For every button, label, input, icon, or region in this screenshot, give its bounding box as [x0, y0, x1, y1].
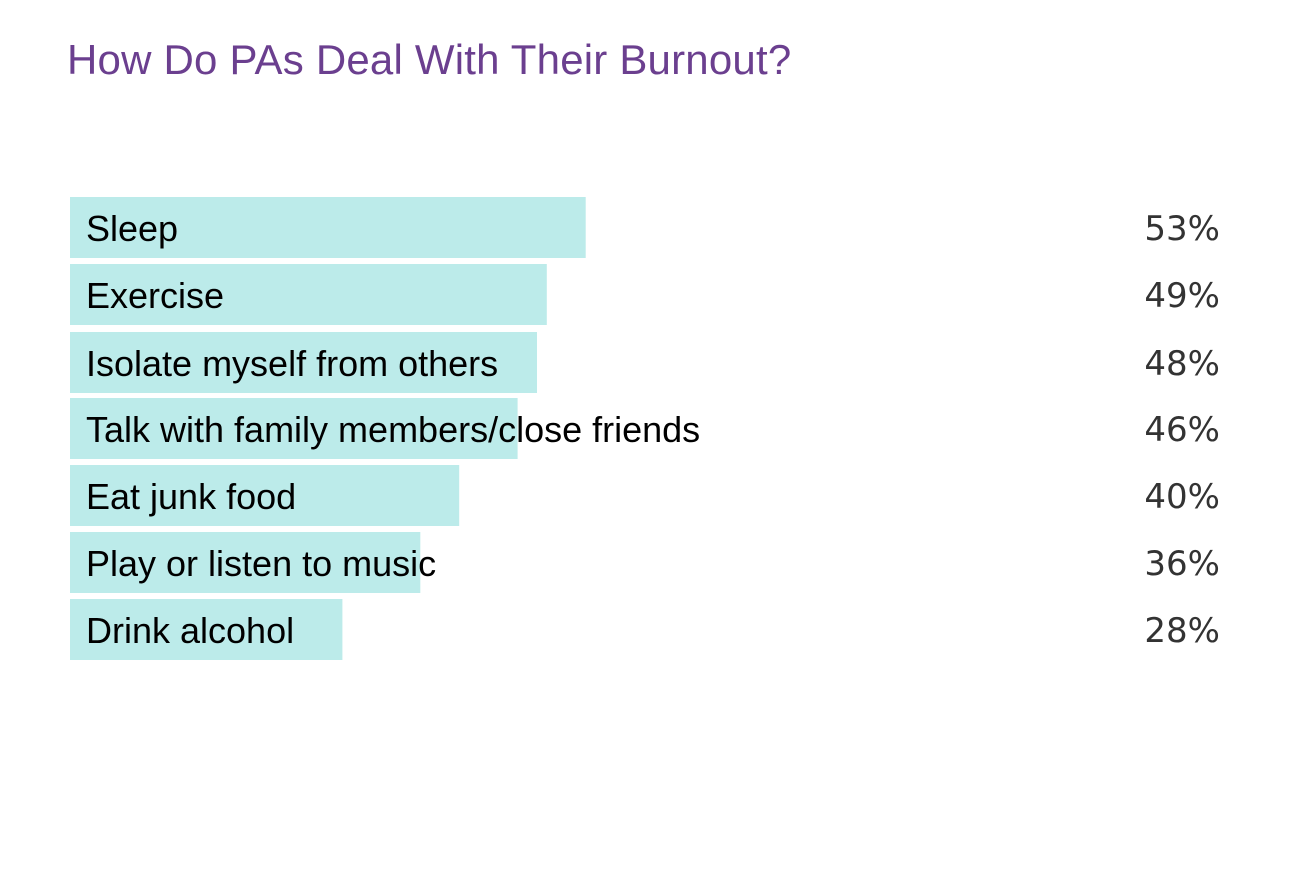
bar-value-1: 49% — [1144, 276, 1220, 316]
bars-group — [70, 197, 586, 660]
bar-value-6: 28% — [1144, 611, 1220, 651]
bar-label-1: Exercise — [86, 275, 224, 316]
bar-value-3: 46% — [1144, 410, 1220, 450]
bar-label-5: Play or listen to music — [86, 543, 436, 584]
bar-label-3: Talk with family members/close friends — [86, 409, 700, 450]
bar-value-2: 48% — [1144, 344, 1220, 384]
bar-label-0: Sleep — [86, 208, 178, 249]
value-labels-group: 53% 49% 48% 46% 40% 36% 28% — [1144, 209, 1220, 651]
bar-6 — [70, 599, 343, 660]
bar-value-4: 40% — [1144, 477, 1220, 517]
bar-label-4: Eat junk food — [86, 476, 296, 517]
bar-0 — [70, 197, 586, 258]
chart-title: How Do PAs Deal With Their Burnout? — [67, 36, 792, 83]
bar-label-6: Drink alcohol — [86, 610, 294, 651]
bar-value-0: 53% — [1144, 209, 1220, 249]
bar-label-2: Isolate myself from others — [86, 343, 498, 384]
bar-2 — [70, 332, 537, 393]
bar-value-5: 36% — [1144, 544, 1220, 584]
bar-5 — [70, 532, 421, 593]
bar-1 — [70, 264, 547, 325]
bar-4 — [70, 465, 460, 526]
bar-3 — [70, 398, 518, 459]
